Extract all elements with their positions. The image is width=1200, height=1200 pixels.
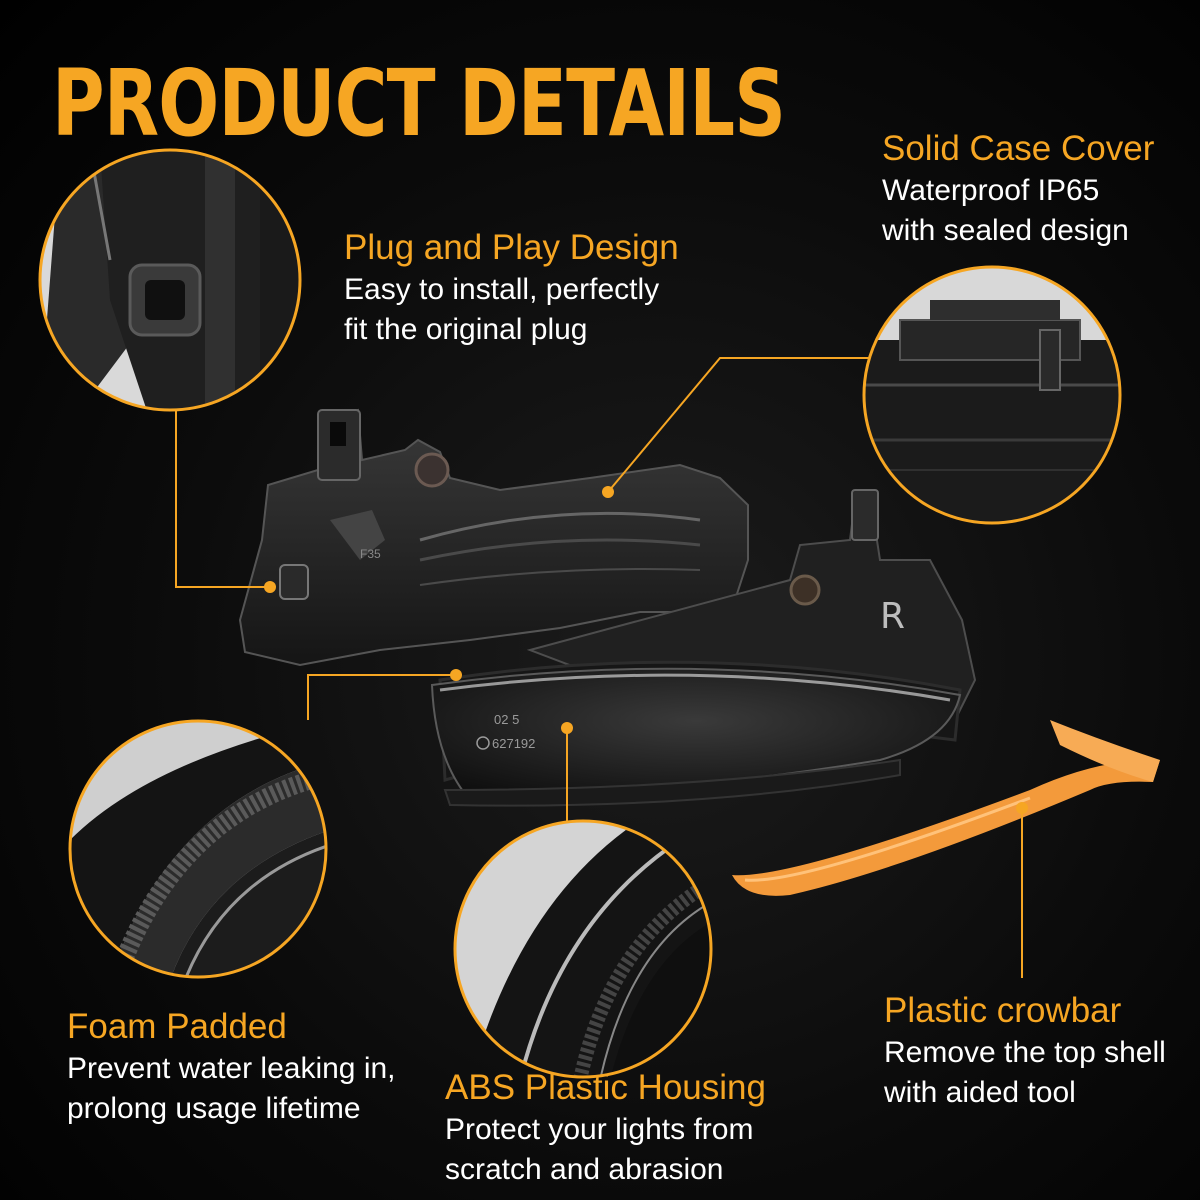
- mounting-hole-icon: [414, 452, 450, 488]
- plastic-crowbar-line-2: with aided tool: [884, 1076, 1076, 1109]
- plastic-crowbar-label: Plastic crowbar Remove the top shell wit…: [884, 989, 1166, 1113]
- plug-and-play-heading: Plug and Play Design: [344, 228, 679, 267]
- lens-code-text: 02 5: [494, 712, 519, 727]
- case-callout-line: [607, 357, 882, 493]
- callout-dots: [264, 486, 1028, 814]
- housing-code-text: F35: [360, 547, 381, 561]
- plastic-crowbar-line-1: Remove the top shell: [884, 1036, 1166, 1069]
- back-housing: F35: [238, 408, 749, 667]
- abs-detail-circle: [453, 819, 713, 1079]
- foam-padded-heading: Foam Padded: [67, 1007, 287, 1046]
- plug-and-play-line-1: Easy to install, perfectly: [344, 273, 660, 306]
- foam-detail-circle: [68, 719, 328, 979]
- crowbar-callout-dot: [1016, 802, 1028, 814]
- foam-padded-label: Foam Padded Prevent water leaking in, pr…: [67, 1005, 396, 1129]
- approval-mark-icon: [476, 736, 490, 750]
- plug-callout-line: [175, 410, 270, 588]
- abs-plastic-housing-label: ABS Plastic Housing Protect your lights …: [445, 1066, 766, 1190]
- callout-lines: [175, 357, 1023, 978]
- plug-and-play-label: Plug and Play Design Easy to install, pe…: [344, 226, 679, 350]
- abs-plastic-housing-line-2: scratch and abrasion: [445, 1153, 724, 1186]
- side-letter-text: R: [880, 596, 905, 637]
- case-detail-circle: [862, 265, 1122, 525]
- solid-case-cover-line-2: with sealed design: [882, 214, 1129, 247]
- approval-number-text: 627192: [492, 736, 535, 751]
- page-title: PRODUCT DETAILS: [52, 50, 786, 157]
- plastic-crowbar-tool: [732, 720, 1160, 896]
- case-callout-dot: [602, 486, 614, 498]
- plastic-crowbar-heading: Plastic crowbar: [884, 991, 1122, 1030]
- foam-padded-line-1: Prevent water leaking in,: [67, 1052, 396, 1085]
- abs-plastic-housing-heading: ABS Plastic Housing: [445, 1068, 766, 1107]
- plug-detail-circle: [38, 148, 302, 412]
- foam-callout-dot: [450, 669, 462, 681]
- abs-callout-dot: [561, 722, 573, 734]
- solid-case-cover-label: Solid Case Cover Waterproof IP65 with se…: [882, 127, 1154, 251]
- front-lens-assembly: R 02 5 627192: [430, 489, 977, 807]
- solid-case-cover-line-1: Waterproof IP65: [882, 174, 1100, 207]
- solid-case-cover-heading: Solid Case Cover: [882, 129, 1155, 168]
- plug-and-play-line-2: fit the original plug: [344, 313, 588, 346]
- abs-plastic-housing-line-1: Protect your lights from: [445, 1113, 754, 1146]
- foam-padded-line-2: prolong usage lifetime: [67, 1092, 361, 1125]
- plug-callout-dot: [264, 581, 276, 593]
- foam-callout-line: [307, 674, 456, 720]
